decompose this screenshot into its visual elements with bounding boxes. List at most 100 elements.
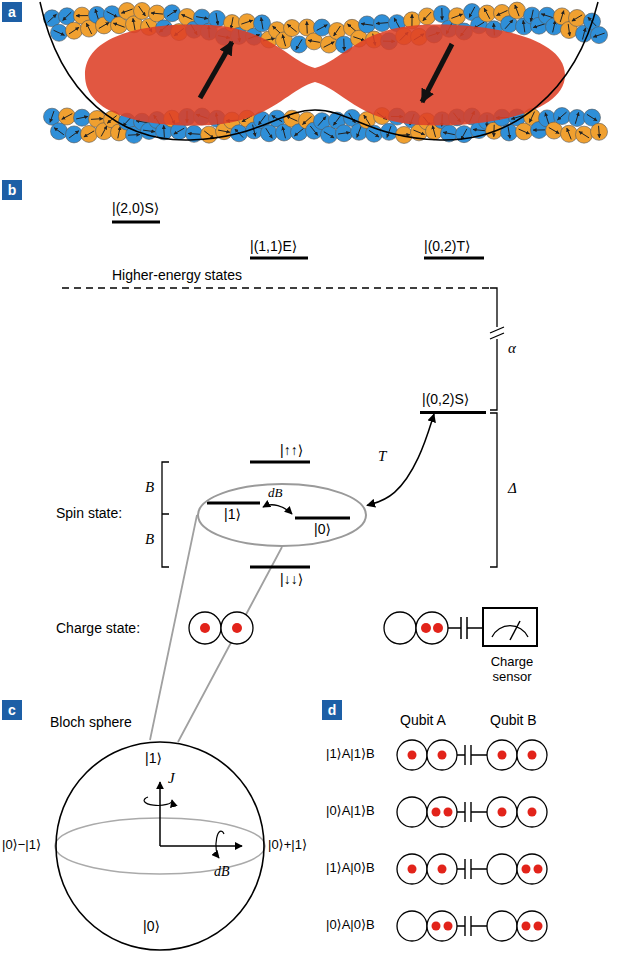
spin-direction <box>529 112 534 123</box>
nuclear-spin <box>291 36 308 53</box>
spin-direction <box>84 131 94 137</box>
spin-direction <box>423 12 431 21</box>
spin-direction <box>593 33 604 37</box>
nuclear-spin <box>51 24 68 41</box>
electron <box>498 751 507 760</box>
bloch-sphere: Bloch sphere|1⟩|0⟩ <box>55 741 265 951</box>
spin-direction <box>598 126 600 138</box>
panel-letter-text: d <box>328 702 337 718</box>
spin-direction <box>353 37 364 41</box>
electron <box>438 865 447 874</box>
spin-direction <box>497 10 508 15</box>
spin-direction <box>533 129 545 130</box>
spin-direction <box>572 15 582 21</box>
quantum-dot <box>397 854 427 884</box>
capacitor <box>457 859 487 879</box>
spin-direction <box>282 127 285 139</box>
panel-letter: a <box>2 2 22 22</box>
nuclear-spin <box>591 27 608 44</box>
level-label: |(1,1)E⟩ <box>250 238 297 254</box>
electron <box>522 922 531 931</box>
spin-direction <box>451 14 462 18</box>
electrons <box>200 623 443 633</box>
spin-direction <box>549 128 559 134</box>
spin-direction <box>253 125 256 137</box>
column-label: Qubit B <box>490 712 537 728</box>
quantum-dot <box>487 911 517 941</box>
electron <box>408 751 417 760</box>
row-label: Charge state: <box>56 620 140 636</box>
spin-direction <box>523 20 525 32</box>
spin-direction <box>48 14 57 22</box>
spin-direction <box>266 128 272 138</box>
spin-direction <box>86 23 91 34</box>
bracket-label: B <box>145 479 154 496</box>
spin-direction <box>413 130 424 135</box>
state-label: |0⟩A|0⟩B <box>326 918 375 933</box>
spin-direction <box>196 17 208 19</box>
spin-direction <box>76 116 88 118</box>
spin-direction <box>216 13 218 25</box>
axis-label: J <box>168 770 175 787</box>
spin-direction <box>101 126 107 137</box>
spin-direction <box>587 114 597 120</box>
level-label: |(2,0)S⟩ <box>112 200 159 216</box>
level-label: |(0,2)T⟩ <box>424 238 470 254</box>
state-label: |0⟩ <box>314 521 331 537</box>
nuclear-spin <box>434 5 451 22</box>
row-label: Spin state: <box>56 505 122 521</box>
nuclear-spin <box>479 5 496 22</box>
meter-scale <box>492 626 528 637</box>
spin-direction <box>568 24 570 36</box>
spin-direction <box>505 20 513 29</box>
spin-direction <box>167 10 177 17</box>
nuclear-spin <box>569 9 586 26</box>
spin-direction <box>99 22 109 28</box>
electron <box>438 751 447 760</box>
spin-direction <box>306 22 308 34</box>
spin-direction <box>54 30 65 35</box>
sphere-outline <box>55 741 265 951</box>
quantum-dot <box>427 740 457 770</box>
spin-direction <box>411 14 412 26</box>
quantum-dot <box>517 797 547 827</box>
state-label: |1⟩A|1⟩B <box>326 747 375 762</box>
state-label: |0⟩A|1⟩B <box>326 804 375 819</box>
spin-direction <box>545 113 549 124</box>
brackets <box>162 288 504 567</box>
capacitor <box>457 916 487 936</box>
sensor-label: Charge sensor <box>482 655 542 685</box>
energy-levels <box>112 222 484 567</box>
spin-direction <box>343 39 344 51</box>
spin-direction <box>357 126 361 137</box>
quantum-dot <box>397 740 427 770</box>
spin-direction <box>553 21 556 33</box>
state-label: |(0,2)S⟩ <box>422 391 469 407</box>
spin-direction <box>107 12 118 17</box>
spin-direction <box>69 27 79 34</box>
spin-direction <box>519 129 530 134</box>
spin-direction <box>296 39 302 49</box>
spin-direction <box>54 128 64 135</box>
spin-direction <box>469 7 475 18</box>
nuclear-spins <box>44 2 608 143</box>
tunnel-arrow <box>367 414 434 505</box>
spin-direction <box>567 128 571 139</box>
spin-direction <box>118 127 120 139</box>
quantum-dot <box>517 911 547 941</box>
spin-direction <box>334 26 341 36</box>
nuclear-spin <box>66 126 83 143</box>
quantum-dot <box>427 797 457 827</box>
spin-direction <box>113 23 124 27</box>
nuclear-spin <box>284 20 301 37</box>
electron <box>432 808 441 817</box>
region-label: Higher-energy states <box>112 267 242 283</box>
quantum-dot <box>427 854 457 884</box>
spin-direction <box>287 24 296 32</box>
nuclear-spin <box>591 123 608 140</box>
sphere-title: Bloch sphere <box>50 714 132 730</box>
axis-label: |0⟩+|1⟩ <box>268 838 307 853</box>
spin-direction <box>241 20 252 24</box>
